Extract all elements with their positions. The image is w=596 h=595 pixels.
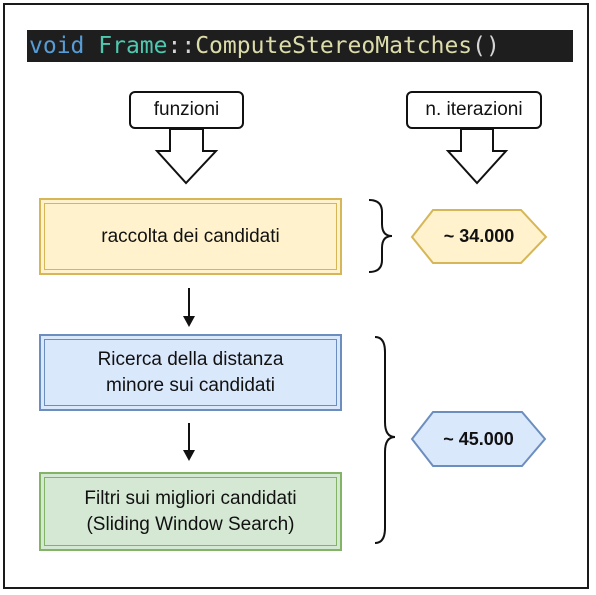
iterations-label-2: ~ 45.000 xyxy=(443,428,514,449)
step-label-2: Ricerca della distanza minore sui candid… xyxy=(97,348,284,396)
code-parens: () xyxy=(472,33,500,59)
code-separator: :: xyxy=(167,33,196,59)
code-keyword: void xyxy=(29,33,85,59)
brace-small-icon xyxy=(368,199,393,273)
brace-large-icon xyxy=(374,336,396,544)
iterations-hex-1 xyxy=(410,209,548,264)
iterations-hex-2 xyxy=(410,411,547,467)
iterations-label-1: ~ 34.000 xyxy=(443,226,515,246)
flow-arrow-2-head-icon xyxy=(183,450,195,461)
flow-arrow-1-head-icon xyxy=(183,316,195,327)
step-label-3: Filtri sui migliori candidati (Sliding W… xyxy=(84,487,297,535)
step-box-2: Ricerca della distanza minore sui candid… xyxy=(39,334,342,411)
step-box-1: raccolta dei candidati xyxy=(39,198,342,275)
code-function-name: ComputeStereoMatches xyxy=(195,33,473,59)
step-box-3: Filtri sui migliori candidati (Sliding W… xyxy=(39,472,342,551)
code-class-name: Frame xyxy=(98,33,168,59)
iterations-down-arrow-icon xyxy=(445,128,509,185)
step-label-1: raccolta dei candidati xyxy=(101,225,280,247)
code-title: void Frame::ComputeStereoMatches() xyxy=(27,30,573,62)
functions-down-arrow-icon xyxy=(154,128,219,185)
